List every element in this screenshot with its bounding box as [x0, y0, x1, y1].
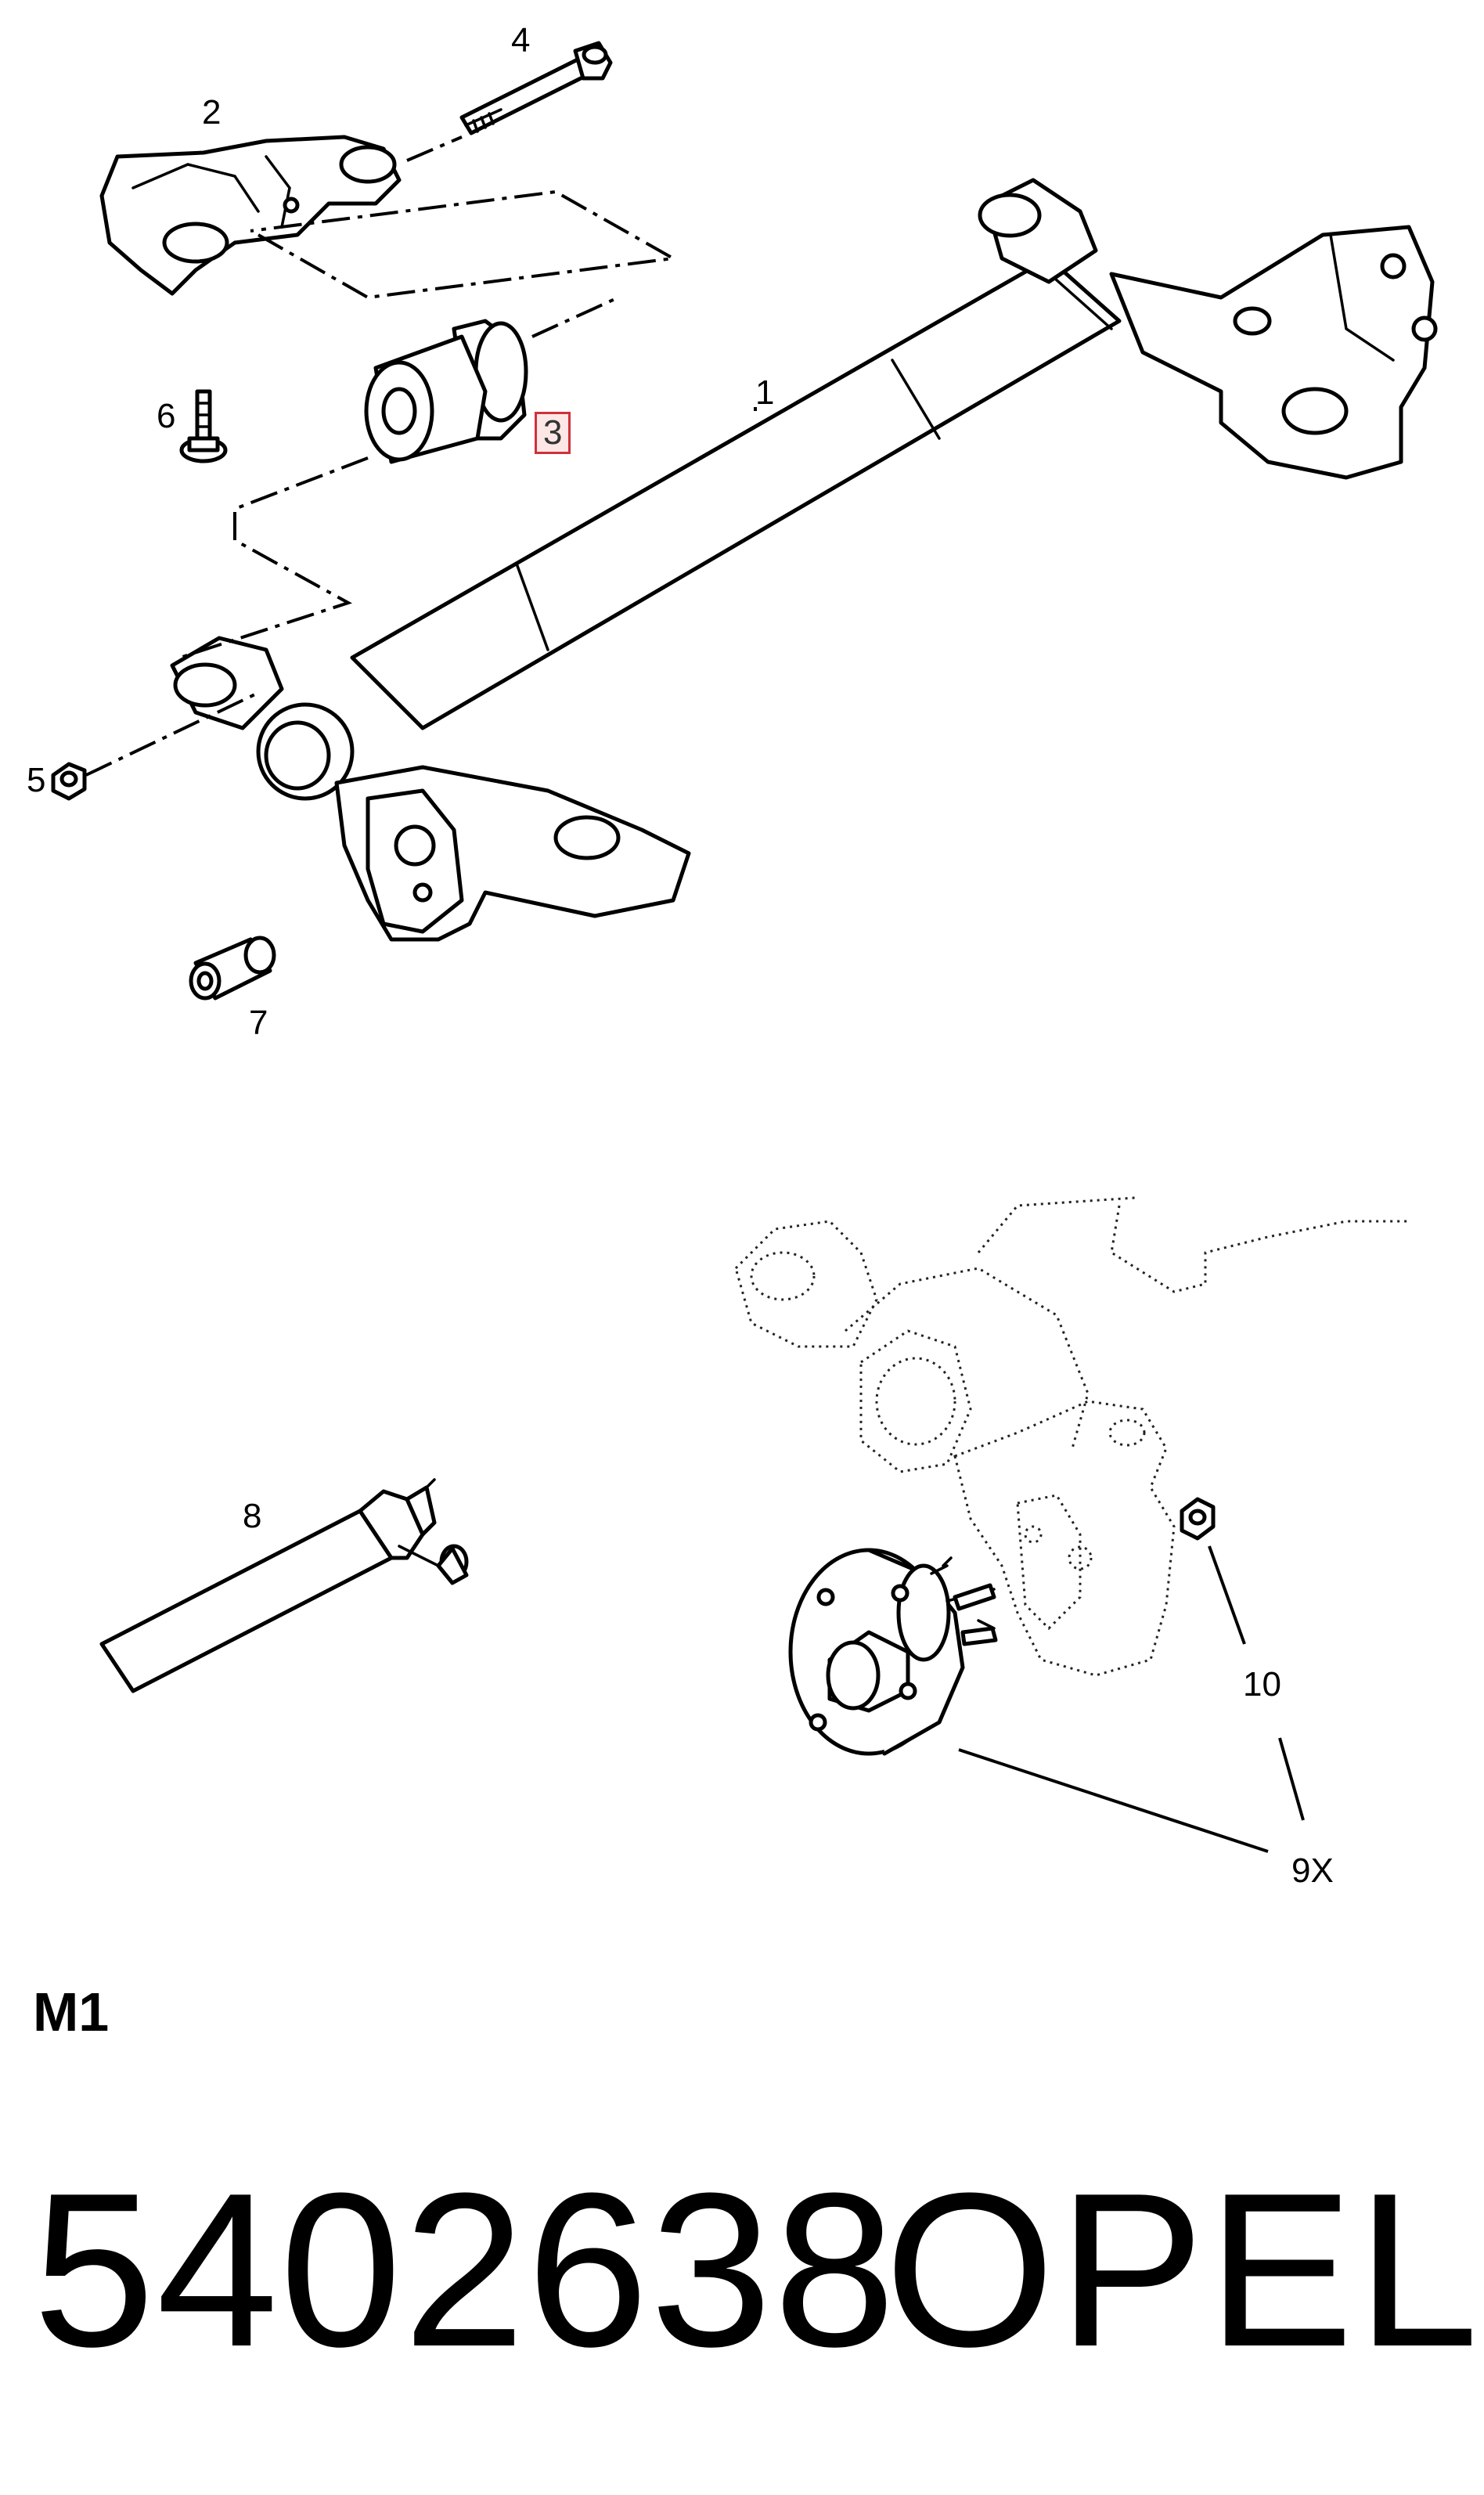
callout-2: 2 [202, 93, 222, 132]
section-label: M1 [33, 1981, 110, 2043]
bushing [364, 319, 528, 464]
hex-nut-5 [51, 762, 87, 801]
assembly-line-bracket [250, 189, 679, 300]
assembly-line-bushing [531, 296, 619, 338]
shock-absorber [99, 1478, 469, 1693]
callout-3-highlighted[interactable]: 3 [535, 412, 571, 454]
wheel-hub [788, 1548, 998, 1756]
assembly-line-bolt [406, 135, 463, 162]
leader-9x-a [958, 1748, 1269, 1853]
callout-10: 10 [1243, 1665, 1281, 1704]
callout-7: 7 [249, 1004, 268, 1042]
callout-6: 6 [157, 397, 176, 435]
mounting-bracket [99, 135, 402, 296]
callout-4: 4 [511, 21, 531, 59]
part-number: 5402638 [33, 2148, 898, 2392]
callout-1: 1 [755, 373, 775, 412]
leader-9x-b [1278, 1737, 1305, 1821]
sleeve-7 [189, 936, 276, 1001]
callout-5: 5 [27, 761, 46, 799]
assembly-line-nut [85, 691, 259, 777]
wheel-nut-10 [1180, 1497, 1216, 1541]
callout-9x: 9X [1291, 1851, 1334, 1890]
rear-axle-beam [170, 178, 1438, 942]
callout-8: 8 [243, 1497, 262, 1535]
brand-name: OPEL [884, 2148, 1482, 2392]
ghost-axle-outline [734, 1196, 1409, 1677]
assembly-line-axle [179, 456, 369, 659]
rear-axle-exploded-diagram [51, 41, 1438, 1853]
leader-10 [1208, 1545, 1246, 1645]
long-bolt [459, 41, 613, 135]
flange-bolt-6 [179, 389, 228, 463]
